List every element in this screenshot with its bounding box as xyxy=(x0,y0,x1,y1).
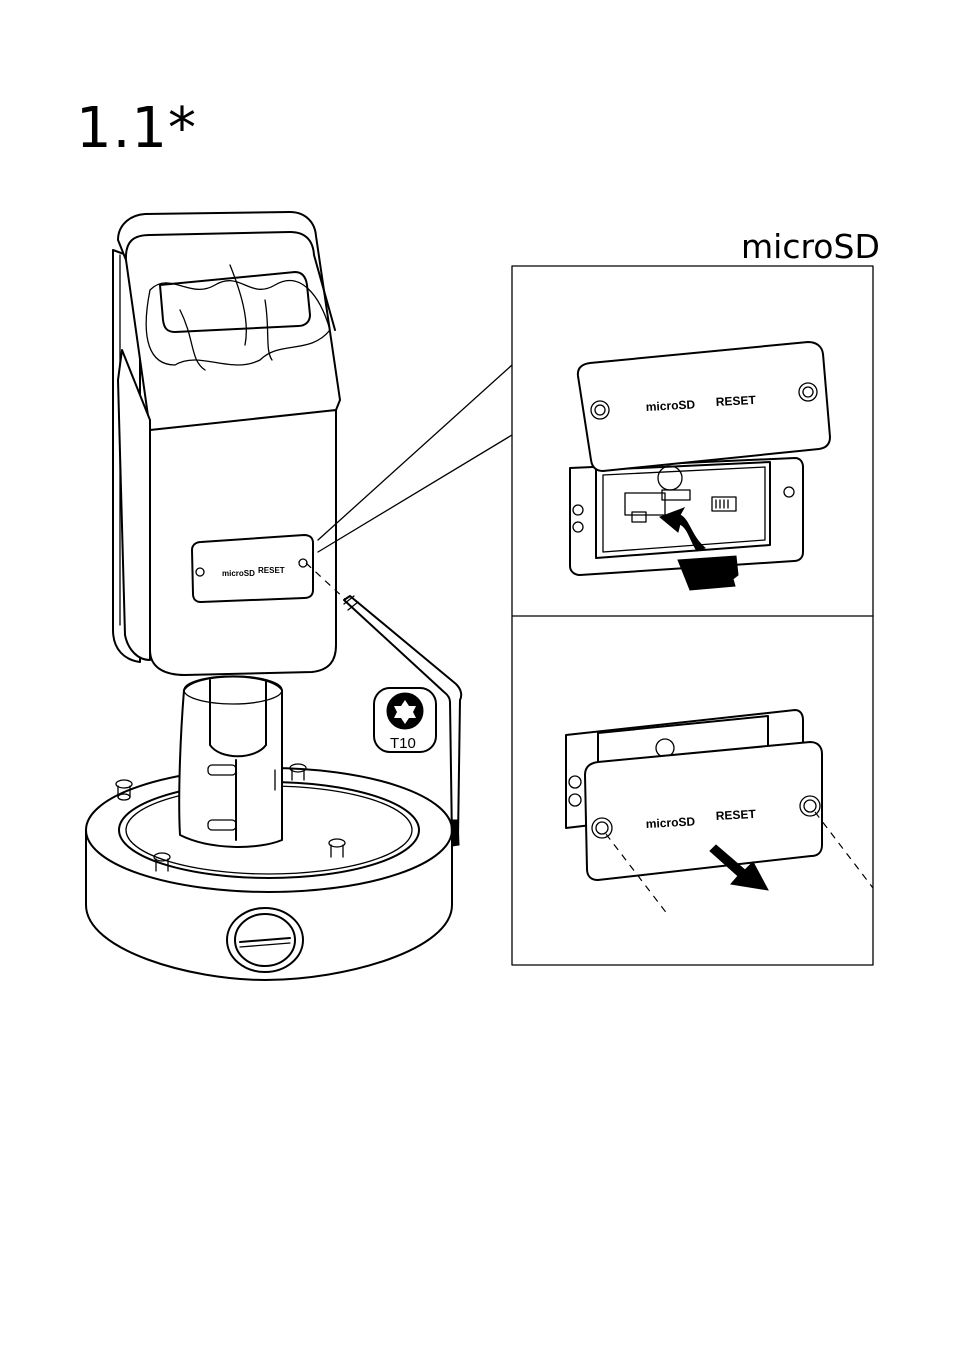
detail-bottom: microSD RESET xyxy=(566,710,873,915)
camera-sd-cover: microSD RESET xyxy=(192,535,313,602)
tool-size-label: T10 xyxy=(390,735,416,752)
detail-bottom-microsd-label: microSD xyxy=(645,814,695,831)
detail-bottom-reset-label: RESET xyxy=(715,807,756,823)
camera-microsd-label: microSD xyxy=(222,569,255,578)
detail-top-reset-label: RESET xyxy=(715,393,756,409)
detail-top-microsd-label: microSD xyxy=(645,397,695,414)
detail-top: microSD RESET xyxy=(570,342,830,590)
camera-reset-label: RESET xyxy=(258,566,285,575)
mount-arm xyxy=(179,676,282,847)
camera-housing xyxy=(113,212,340,675)
camera-illustration: microSD RESET T10 xyxy=(86,212,512,980)
torx-icon: T10 xyxy=(374,688,436,752)
